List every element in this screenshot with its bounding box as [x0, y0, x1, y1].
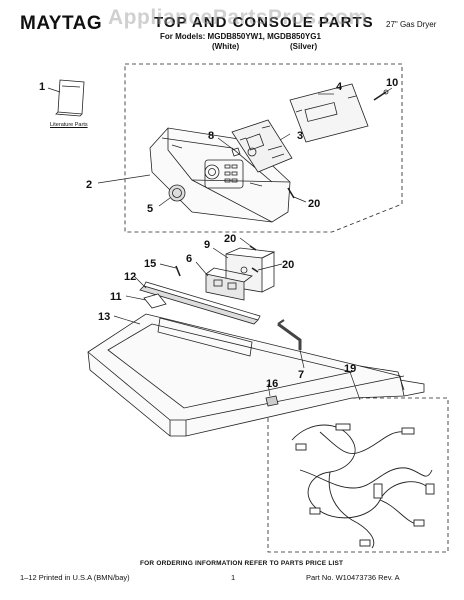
page-number: 1: [231, 573, 236, 582]
display-bracket: [289, 83, 369, 143]
watermark: AppliancePartsPros.com: [108, 6, 368, 29]
knob: [168, 184, 186, 202]
literature-booklet: [55, 79, 85, 117]
hinge-bracket-12: [139, 281, 261, 325]
ordering-note: FOR ORDERING INFORMATION REFER TO PARTS …: [140, 560, 344, 567]
callout-8: 8: [208, 130, 214, 142]
finish-silver: (Silver): [290, 42, 318, 51]
control-board: [231, 119, 293, 173]
wire-harness-19: [291, 423, 435, 549]
page-title: TOP AND CONSOLE PARTS: [154, 14, 374, 31]
part-number: Part No. W10473736 Rev. A: [306, 573, 400, 582]
callout-10: 10: [386, 77, 398, 89]
print-info: 1–12 Printed in U.S.A (BMN/bay): [20, 573, 130, 582]
callout-12: 12: [124, 271, 136, 283]
brand-logo: MAYTAG: [20, 13, 103, 34]
callout-13: 13: [98, 311, 110, 323]
clip-11: [143, 293, 167, 309]
harness-group-box: [267, 397, 449, 553]
screw-20-console: [287, 187, 295, 199]
model-list: For Models: MGDB850YW1, MGDB850YG1: [160, 32, 321, 41]
callout-16: 16: [266, 378, 278, 390]
callout-6: 6: [186, 253, 192, 265]
callout-20-right: 20: [282, 259, 294, 271]
foot-16: [265, 395, 279, 407]
screw-15: [175, 265, 181, 277]
callout-19: 19: [344, 363, 356, 375]
screw-10: [373, 89, 389, 101]
callout-2: 2: [86, 179, 92, 191]
callout-11: 11: [110, 291, 122, 303]
hinge-pin-7: [277, 319, 302, 350]
dryer-top-13: [87, 313, 425, 437]
callout-7: 7: [298, 369, 304, 381]
callout-20-console: 20: [308, 198, 320, 210]
screw-20-b: [251, 267, 259, 273]
callout-3: 3: [297, 130, 303, 142]
callout-1: 1: [39, 81, 45, 93]
callout-5: 5: [147, 203, 153, 215]
callout-20-top: 20: [224, 233, 236, 245]
finish-white: (White): [212, 42, 240, 51]
callout-9: 9: [204, 239, 210, 251]
clip-8: [231, 147, 241, 157]
callout-4: 4: [336, 81, 343, 93]
callout-15: 15: [144, 258, 156, 270]
literature-parts-label: Literature Parts: [50, 122, 88, 128]
switch-6: [205, 267, 253, 301]
product-type: 27" Gas Dryer: [386, 20, 437, 29]
